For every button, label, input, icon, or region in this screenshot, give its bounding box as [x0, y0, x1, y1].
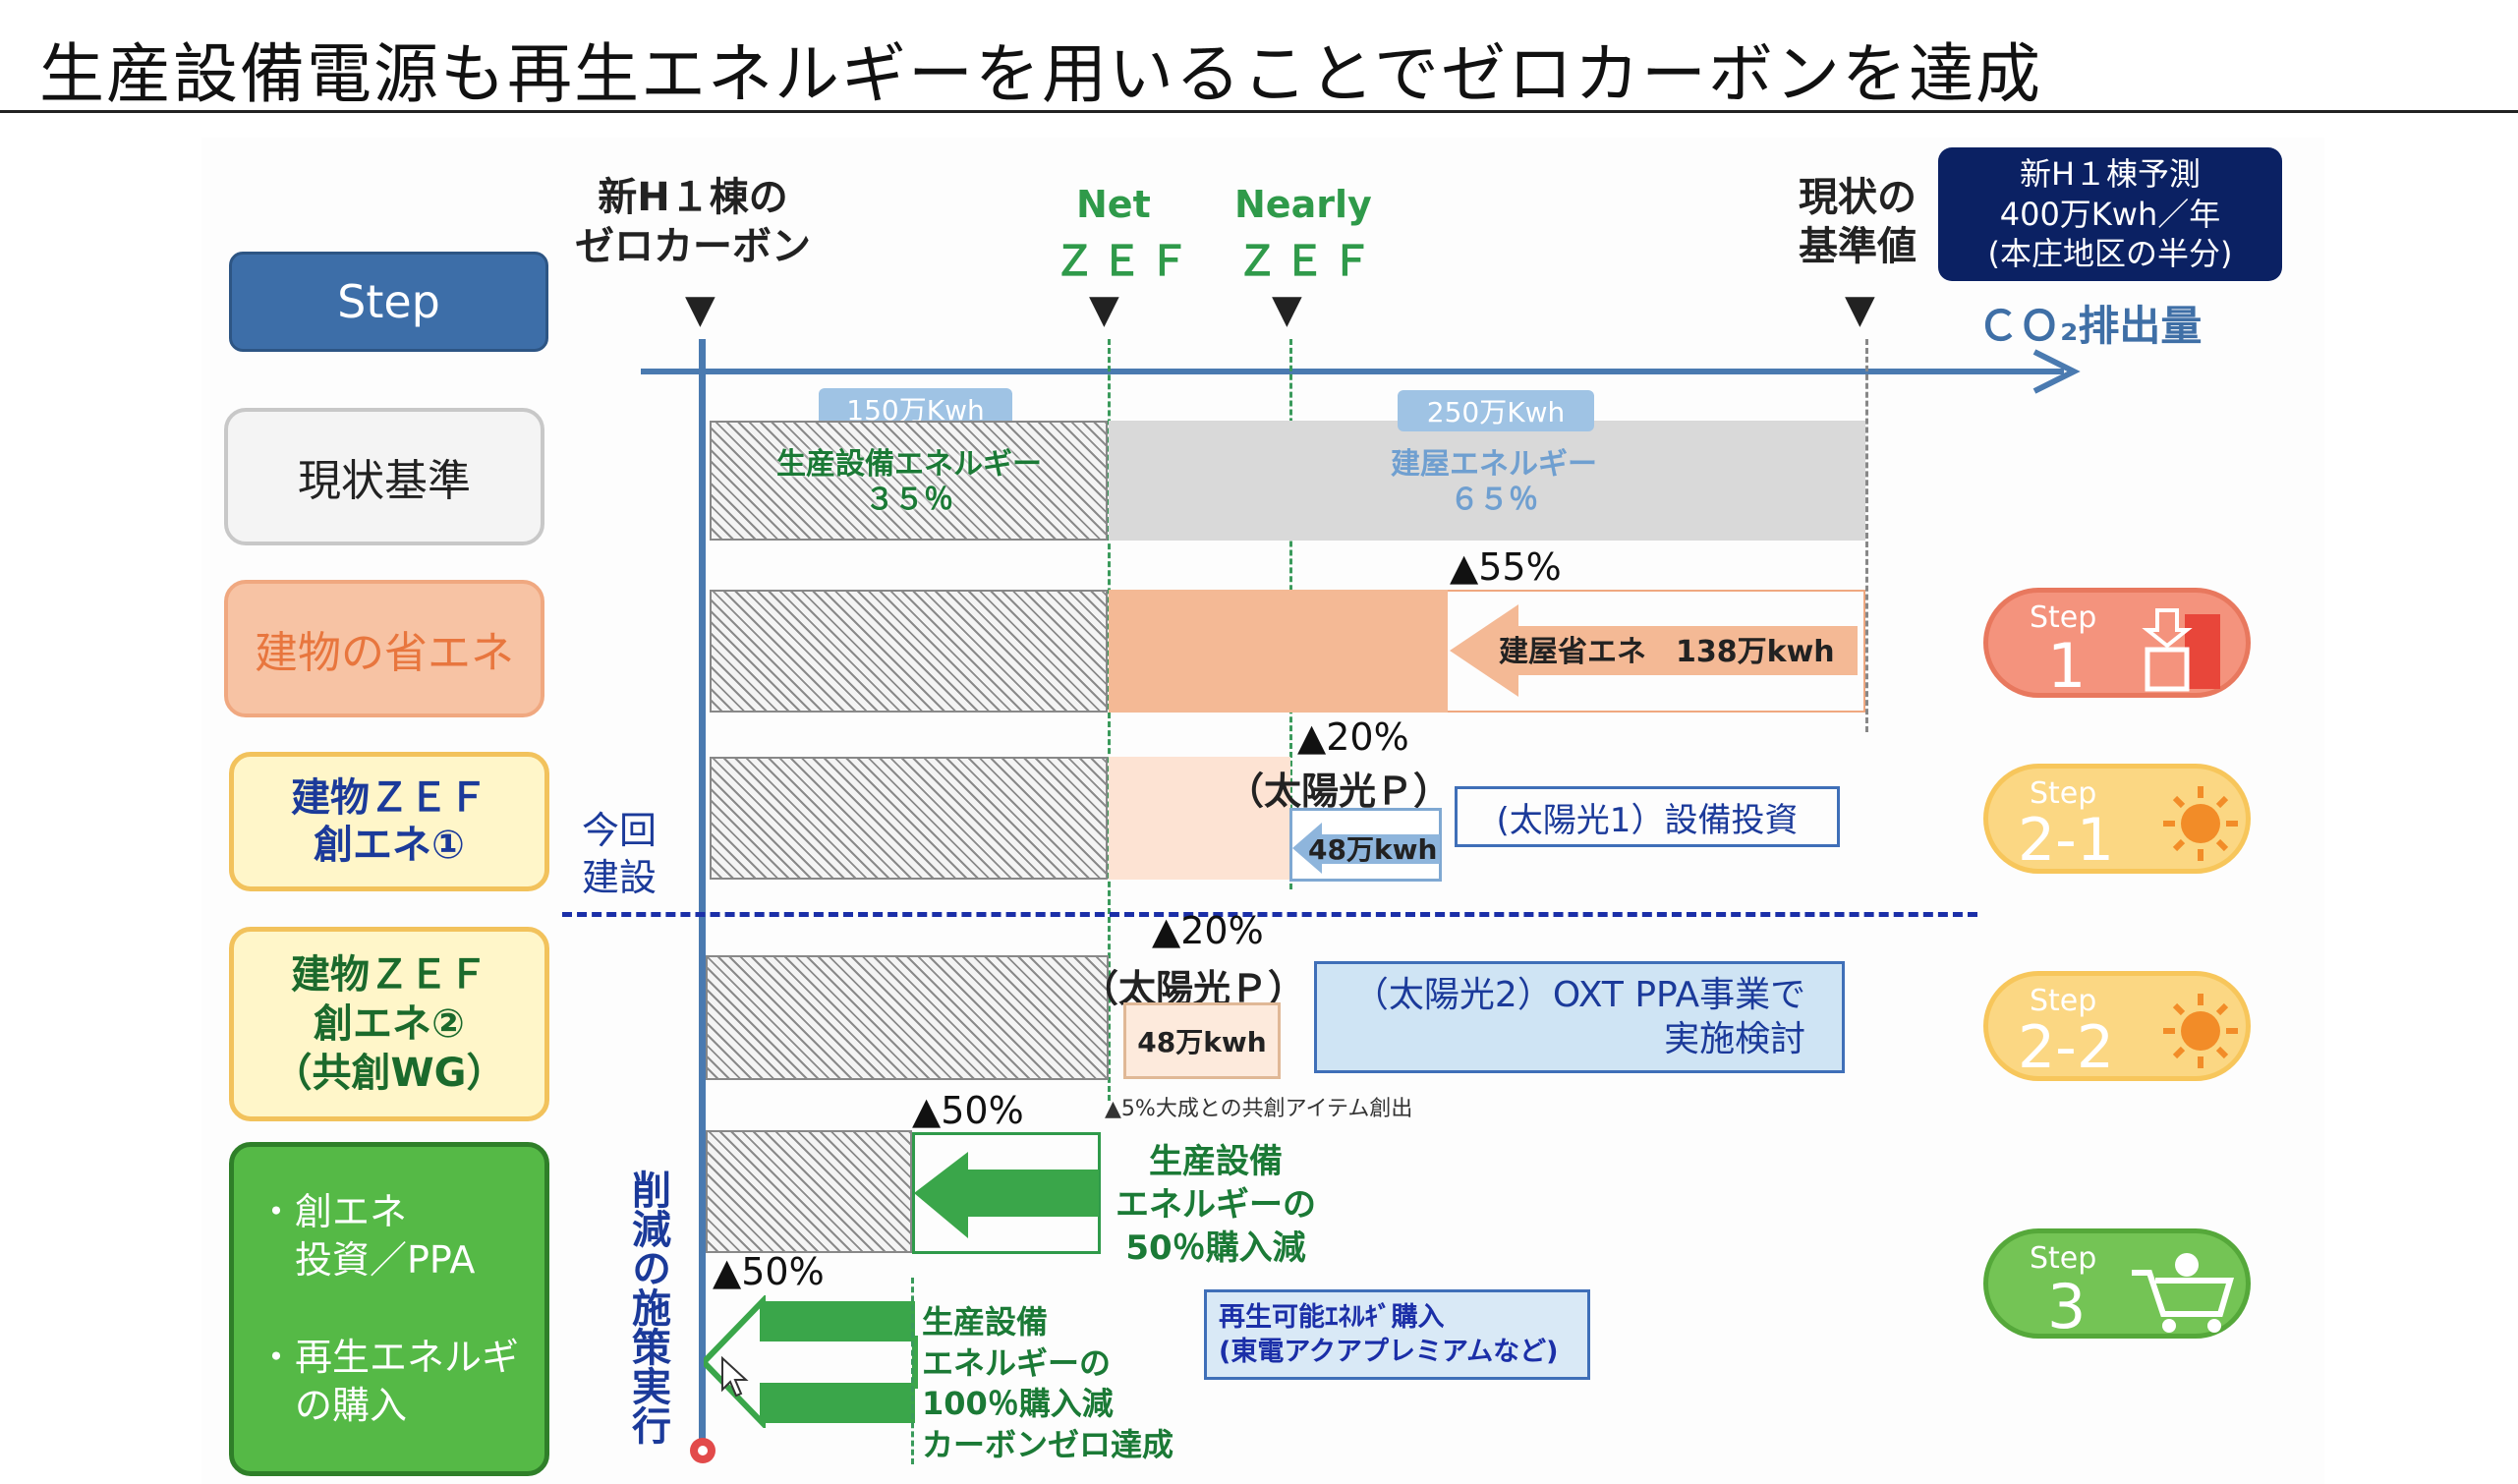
cocreation-note: ▲5%大成との共創アイテム創出 — [1105, 1097, 1413, 1121]
cart-icon — [2132, 1253, 2235, 1333]
production-energy-label: 生産設備エネルギー ３５％ — [776, 447, 1042, 517]
renewable-purchase-text: 再生可能ｴﾈﾙｷﾞ購入 (東電アクアプレミアムなど) — [1219, 1301, 1559, 1367]
solar1-invest-box: (太陽光1）設備投資 — [1455, 786, 1840, 847]
marker-triangle: ▼ — [1272, 287, 1302, 332]
build-scope-divider — [562, 912, 1977, 917]
pointer-pin-icon — [690, 1438, 715, 1463]
solar-kwh: 48万kwh — [1137, 1026, 1267, 1058]
step-label: 建物ＺＥＦ 創エネ② （共創WG） — [272, 952, 506, 1096]
step-current-baseline: 現状基準 — [224, 408, 544, 545]
marker-zero-carbon: 新H１棟の ゼロカーボン — [575, 175, 811, 269]
badge-step-2-1: Step 2-1 — [1983, 764, 2251, 875]
badge-step-1: Step 1 — [1983, 588, 2251, 702]
zero-carbon-arrow — [704, 1295, 918, 1428]
marker-triangle: ▼ — [1845, 287, 1875, 332]
step-label: ・創エネ 投資／PPA ・再生エネルギ の購入 — [258, 1189, 520, 1428]
pct-55: ▲55% — [1450, 545, 1562, 589]
solar-box: 48万kwh — [1123, 1002, 1281, 1079]
production-energy-bar — [710, 421, 1108, 541]
badge-step-text: Step — [2030, 600, 2097, 635]
step-zef-1: 建物ＺＥＦ 創エネ① — [229, 752, 549, 891]
renewable-purchase-box: 再生可能ｴﾈﾙｷﾞ購入 (東電アクアプレミアムなど) — [1204, 1289, 1590, 1380]
pct-50: ▲50% — [912, 1089, 1024, 1132]
pct-20: ▲20% — [1152, 909, 1264, 952]
sun-icon — [2163, 786, 2238, 861]
title-divider — [0, 110, 2518, 113]
badge-step-text: Step — [2030, 776, 2097, 811]
tag-text: 250万Kwh — [1426, 396, 1566, 428]
marker-nearly-top: Nearly — [1234, 183, 1372, 226]
forecast-text: 新H１棟予測 400万Kwh／年 (本庄地区の半分) — [1987, 154, 2233, 273]
solar-kwh: 48万kwh — [1308, 833, 1438, 866]
marker-baseline: 現状の 基準値 — [1799, 175, 1917, 269]
badge-step-num: 3 — [2047, 1271, 2087, 1342]
building-energy-bar — [1109, 421, 1865, 541]
step-header-label: Step — [337, 275, 440, 328]
step-zef-2: 建物ＺＥＦ 創エネ② （共創WG） — [229, 927, 549, 1121]
baseline-line — [1865, 339, 1868, 732]
step-header: Step — [229, 252, 548, 352]
step-label: 建物ＺＥＦ 創エネ① — [291, 775, 487, 868]
solar2-ppa-box: （太陽光2）OXT PPA事業で 実施検討 — [1314, 961, 1845, 1073]
marker-net-bottom: ＺＥＦ — [1054, 237, 1196, 285]
solar-box: 48万kwh — [1289, 808, 1442, 882]
badge-step-num: 2-2 — [2018, 1013, 2114, 1082]
reduction-100-label: 生産設備 エネルギーの 100％購入減 カーボンゼロ達成 — [922, 1303, 1174, 1463]
badge-step-2-2: Step 2-2 — [1983, 971, 2251, 1082]
step-label: 現状基準 — [298, 456, 471, 506]
badge-step-3: Step 3 — [1983, 1228, 2251, 1342]
solar2-ppa-text: （太陽光2）OXT PPA事業で 実施検討 — [1352, 975, 1806, 1059]
production-energy-bar — [710, 590, 1108, 713]
step-purchase: ・創エネ 投資／PPA ・再生エネルギ の購入 — [229, 1142, 549, 1476]
co2-axis-arrow — [641, 349, 2081, 394]
forecast-box: 新H１棟予測 400万Kwh／年 (本庄地区の半分) — [1938, 147, 2282, 281]
pct-50: ▲50% — [713, 1250, 825, 1293]
saving-arrow — [1450, 604, 1858, 697]
step-building-saving: 建物の省エネ — [224, 580, 544, 717]
solar1-invest-text: (太陽光1）設備投資 — [1496, 800, 1799, 840]
badge-step-text: Step — [2030, 984, 2097, 1018]
sun-icon — [2163, 994, 2238, 1068]
now-build-label: 今回 建設 — [582, 809, 658, 899]
cursor-icon — [721, 1356, 749, 1398]
marker-triangle: ▼ — [685, 287, 715, 332]
building-icon — [2142, 608, 2220, 692]
marker-triangle: ▼ — [1089, 287, 1119, 332]
badge-step-text: Step — [2030, 1241, 2097, 1276]
saving-outline — [1448, 590, 1865, 713]
building-remaining-bar — [1109, 757, 1290, 880]
solar-title: （太陽光Ｐ） — [1227, 770, 1452, 813]
axis-label: ＣＯ₂排出量 — [1977, 302, 2203, 350]
production-energy-bar — [706, 1130, 912, 1253]
marker-nearly-bottom: ＺＥＦ — [1236, 237, 1379, 285]
reduction-50-label: 生産設備 エネルギーの 50％購入減 — [1116, 1142, 1316, 1269]
purchase-half-line — [911, 1278, 914, 1464]
reduction-outline — [912, 1132, 1101, 1254]
vertical-action-label: 削減の施策実行 — [625, 1170, 670, 1445]
solar-arrow — [1292, 823, 1440, 874]
page-title: 生産設備電源も再生エネルギーを用いることでゼロカーボンを達成 — [39, 36, 2043, 112]
production-energy-bar — [706, 955, 1109, 1080]
production-energy-bar — [710, 757, 1108, 880]
saving-arrow-label: 建屋省エネ 138万kwh — [1499, 635, 1835, 669]
step-label: 建物の省エネ — [255, 628, 514, 678]
badge-step-num: 2-1 — [2018, 806, 2114, 875]
building-remaining-bar — [1109, 590, 1448, 713]
badge-step-num: 1 — [2047, 630, 2087, 702]
pct-20: ▲20% — [1297, 715, 1409, 759]
reduction-arrow — [914, 1152, 1099, 1238]
zero-axis-line — [699, 339, 706, 1459]
net-zef-line — [1108, 339, 1111, 1101]
building-energy-label: 建屋エネルギー ６５％ — [1391, 447, 1597, 517]
tag-250: 250万Kwh — [1398, 390, 1594, 431]
marker-net-top: Net — [1076, 183, 1151, 226]
